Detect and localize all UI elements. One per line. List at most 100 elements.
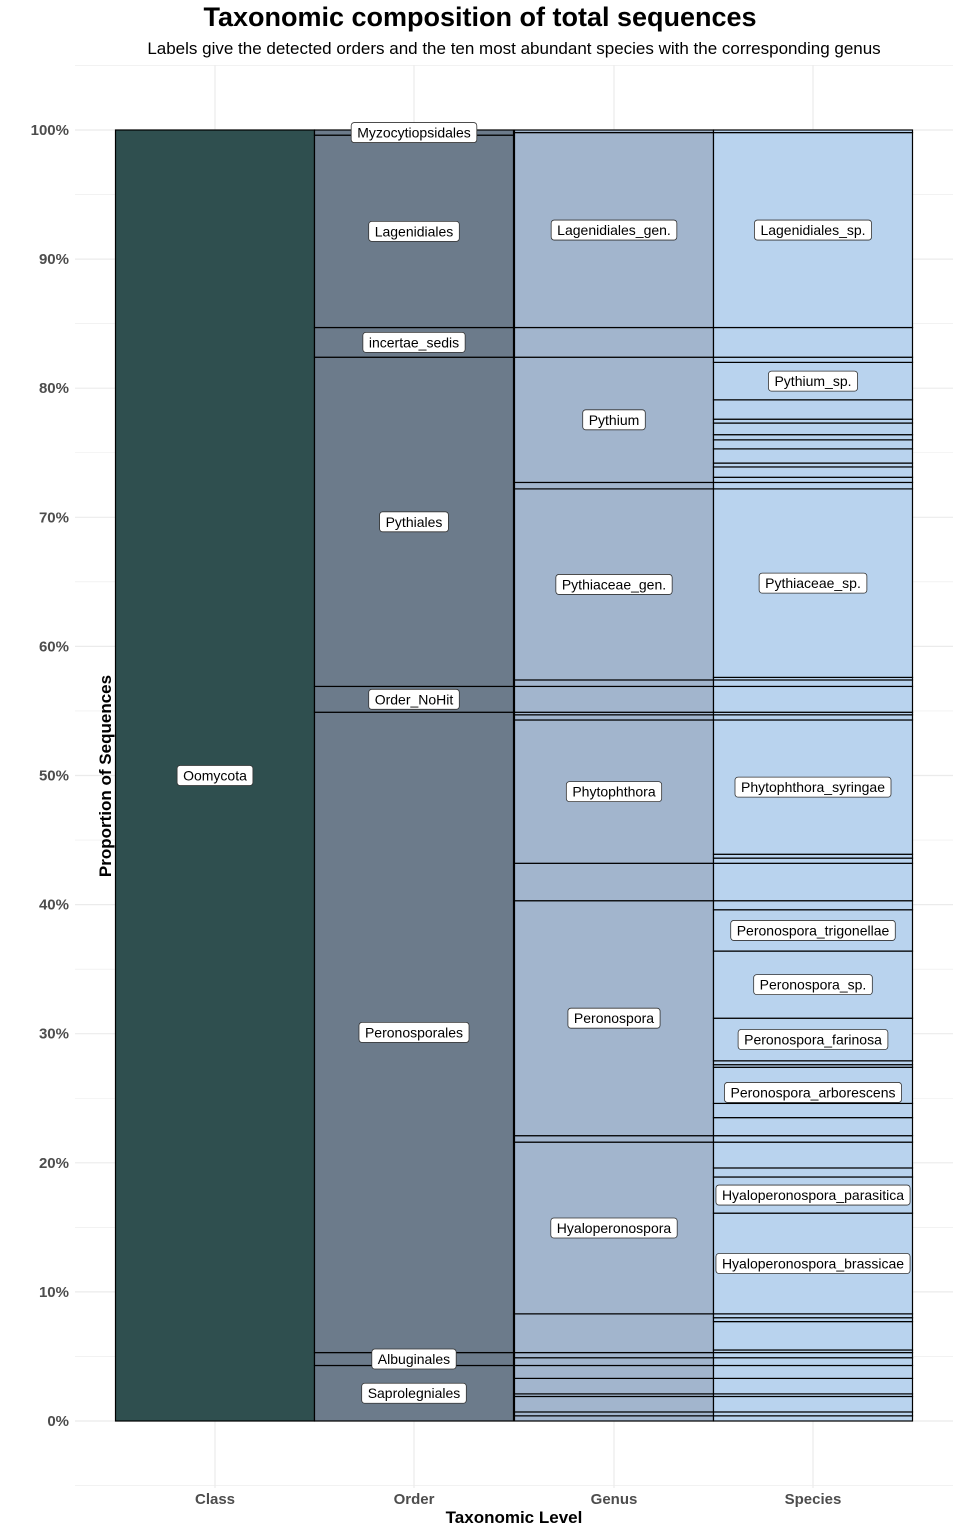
- segment-label: Phytophthora: [565, 781, 663, 803]
- segment-label-text: Hyaloperonospora: [557, 1220, 672, 1236]
- segment-label: Pythium: [582, 409, 646, 431]
- segment-label-text: Peronosporales: [365, 1024, 463, 1040]
- chart-subtitle: Labels give the detected orders and the …: [147, 39, 881, 58]
- segment-label-text: Peronospora_sp.: [760, 977, 867, 993]
- segment-label: Order_NoHit: [368, 688, 460, 710]
- segment-label: Lagenidiales_sp.: [754, 219, 872, 241]
- segment-label-text: Peronospora_trigonellae: [737, 922, 890, 938]
- segment-label-box: [361, 1382, 467, 1404]
- segment-label: Peronospora: [567, 1007, 661, 1029]
- bar-segment: [513, 679, 715, 688]
- bar-segment: [513, 326, 715, 358]
- y-tick-label: 50%: [39, 768, 69, 785]
- x-tick-label: Class: [195, 1491, 235, 1508]
- bar-segment: [513, 862, 715, 902]
- bar-segment: [712, 129, 914, 134]
- segment-label-box: [565, 781, 663, 803]
- segment-label: Lagenidiales: [368, 220, 460, 242]
- bar-segment: [513, 129, 715, 134]
- bar-segment: [513, 1351, 715, 1359]
- segment-label: Pythiaceae_gen.: [555, 574, 673, 595]
- bar-segment: [513, 1377, 715, 1395]
- bar-segment: [712, 1167, 914, 1178]
- x-axis-title: Taxonomic Level: [445, 1508, 583, 1527]
- bar-segment: [712, 434, 914, 441]
- bar-segment: [513, 1357, 715, 1367]
- y-tick-label: 100%: [31, 122, 69, 139]
- segment-label: Hyaloperonospora_brassicae: [715, 1253, 911, 1274]
- bar-segment: [513, 1364, 715, 1379]
- bar-segment: [712, 1320, 914, 1351]
- y-tick-label: 0%: [47, 1413, 69, 1430]
- y-axis: 0%10%20%30%40%50%60%70%80%90%100%: [31, 122, 69, 1430]
- segment-label-text: Pythiaceae_sp.: [765, 575, 861, 591]
- segment-label-text: Hyaloperonospora_brassicae: [722, 1255, 904, 1271]
- segment-label-box: [567, 1007, 661, 1029]
- y-axis-title: Proportion of Sequences: [96, 674, 116, 878]
- bar-segment: [712, 1395, 914, 1413]
- x-tick-label: Genus: [591, 1491, 638, 1508]
- segment-label-box: [715, 1253, 911, 1274]
- segment-label-text: Pythium: [589, 412, 640, 428]
- segment-label-box: [368, 220, 460, 242]
- bar-segment: [513, 685, 715, 713]
- bar-segment: [712, 356, 914, 363]
- segment-label-text: Pythium_sp.: [774, 373, 851, 389]
- segment-label-box: [176, 765, 254, 786]
- segment-label-text: Albuginales: [378, 1351, 450, 1367]
- segment-label: Hyaloperonospora: [550, 1217, 678, 1239]
- y-tick-label: 80%: [39, 380, 69, 397]
- bar-segment: [712, 326, 914, 358]
- segment-label-box: [734, 776, 892, 798]
- segment-label-box: [582, 409, 646, 431]
- segment-label: Myzocytiopsidales: [350, 122, 478, 143]
- bar-segment: [712, 679, 914, 688]
- segment-label: Hyaloperonospora_parasitica: [715, 1184, 911, 1206]
- y-tick-label: 20%: [39, 1155, 69, 1172]
- bar-segment: [712, 1364, 914, 1379]
- y-tick-label: 90%: [39, 251, 69, 268]
- bar-segment: [513, 481, 715, 490]
- chart-title: Taxonomic composition of total sequences: [203, 2, 757, 32]
- segment-label-text: Peronospora_arborescens: [731, 1084, 896, 1100]
- segment-label-box: [362, 331, 466, 353]
- bar-segment: [712, 685, 914, 713]
- bar-segment: [712, 1351, 914, 1359]
- segment-label-text: Phytophthora_syringae: [741, 779, 885, 795]
- segment-label-box: [371, 1348, 457, 1370]
- segment-label-box: [758, 572, 868, 594]
- x-tick-label: Order: [394, 1491, 435, 1508]
- segment-label-box: [555, 574, 673, 595]
- segment-label: Peronosporales: [358, 1022, 470, 1043]
- segment-label-box: [753, 974, 873, 996]
- segment-label-box: [737, 1029, 889, 1050]
- y-tick-label: 30%: [39, 1026, 69, 1043]
- bar-segment: [513, 1395, 715, 1413]
- segment-label-text: Hyaloperonospora_parasitica: [722, 1187, 904, 1203]
- segment-label-text: Lagenidiales: [375, 223, 454, 239]
- segment-label-box: [358, 1022, 470, 1043]
- bar-segment: [712, 1357, 914, 1367]
- segment-label: Peronospora_trigonellae: [730, 920, 896, 941]
- segment-label-box: [724, 1082, 902, 1103]
- segment-label: Lagenidiales_gen.: [550, 219, 678, 241]
- bar-segment: [712, 448, 914, 464]
- bar-segment: [712, 857, 914, 864]
- segment-label: Peronospora_arborescens: [724, 1082, 902, 1103]
- bar-segment: [712, 862, 914, 902]
- x-tick-label: Species: [785, 1491, 842, 1508]
- segment-label-text: Phytophthora: [572, 784, 655, 800]
- bar-segment: [712, 481, 914, 490]
- segment-label: Oomycota: [176, 765, 254, 786]
- bar-segment: [712, 1377, 914, 1395]
- bar-segment: [513, 1135, 715, 1143]
- segment-label: Pythium_sp.: [768, 370, 858, 392]
- segment-label: Peronospora_sp.: [753, 974, 873, 996]
- segment-label: Peronospora_farinosa: [737, 1029, 889, 1050]
- bar-segment: [712, 399, 914, 420]
- segment-label-box: [350, 122, 478, 143]
- bar-segment: [712, 714, 914, 721]
- segment-label-text: Saprolegniales: [368, 1385, 461, 1401]
